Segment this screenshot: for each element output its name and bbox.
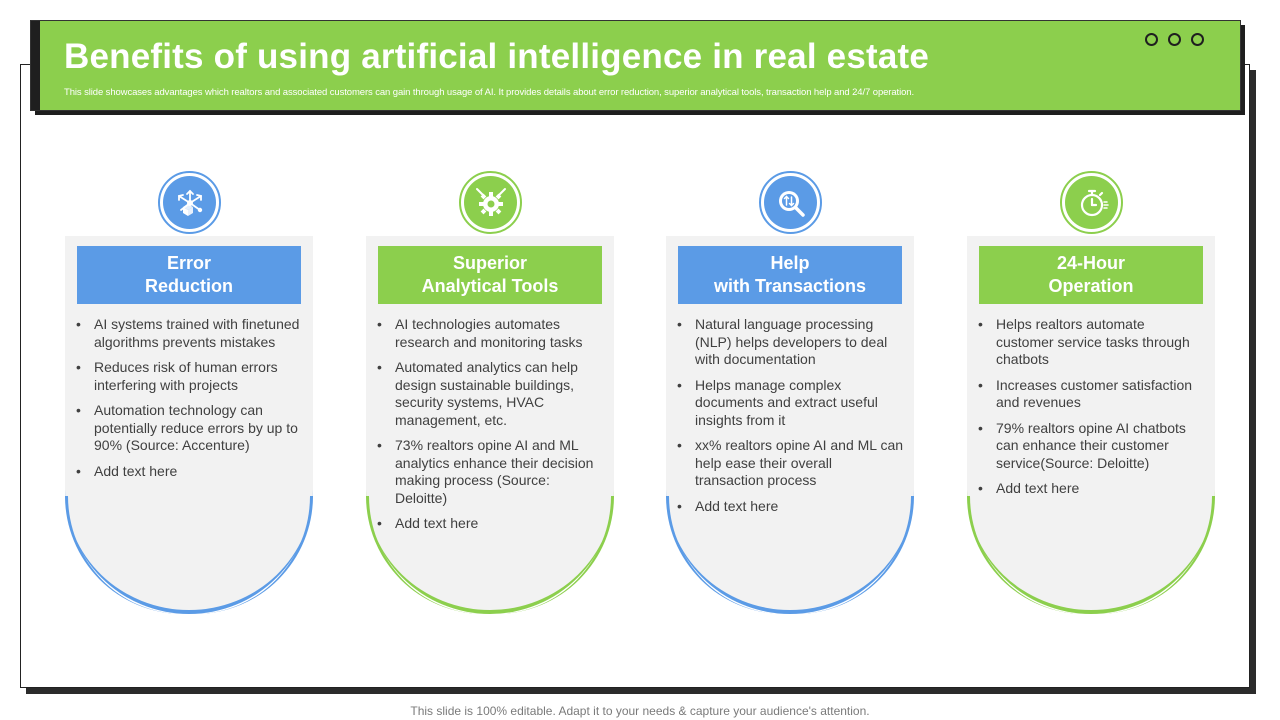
list-item: Automation technology can potentially re… (75, 402, 303, 455)
list-item: xx% realtors opine AI and ML can help ea… (676, 437, 904, 490)
gear-tools-icon (459, 171, 522, 234)
dot-icon (1191, 33, 1204, 46)
header-banner: Benefits of using artificial intelligenc… (30, 20, 1241, 111)
network-cube-icon-svg (177, 189, 202, 216)
list-item: Natural language processing (NLP) helps … (676, 316, 904, 369)
card-title-line1: 24-Hour (1056, 253, 1125, 273)
gear-tools-icon-svg (475, 187, 506, 216)
card-title-box: Error Reduction (77, 246, 301, 304)
list-item: AI systems trained with finetuned algori… (75, 316, 303, 351)
list-item: Helps realtors automate customer service… (977, 316, 1205, 369)
stopwatch-icon (1060, 171, 1123, 234)
list-item: Add text here (75, 463, 303, 481)
card-title-line2: Operation (1048, 276, 1134, 296)
card-title-box: Superior Analytical Tools (378, 246, 602, 304)
list-item: Add text here (977, 480, 1205, 498)
dot-icon (1145, 33, 1158, 46)
card-title-line2: Analytical Tools (421, 276, 559, 296)
stopwatch-icon-svg (1080, 189, 1109, 216)
bullet-list: Helps realtors automate customer service… (977, 316, 1205, 506)
list-item: Increases customer satisfaction and reve… (977, 377, 1205, 412)
list-item: Automated analytics can help design sust… (376, 359, 604, 429)
card-24-hour-operation: 24-Hour Operation Helps realtors automat… (967, 236, 1215, 614)
bullet-list: Natural language processing (NLP) helps … (676, 316, 904, 523)
list-item: 79% realtors opine AI chatbots can enhan… (977, 420, 1205, 473)
list-item: 73% realtors opine AI and ML analytics e… (376, 437, 604, 507)
list-item: Reduces risk of human errors interfering… (75, 359, 303, 394)
header-accent-bar (31, 21, 40, 110)
card-title-line2: with Transactions (713, 276, 867, 296)
list-item: Add text here (376, 515, 604, 533)
transaction-search-icon (759, 171, 822, 234)
bullet-list: AI systems trained with finetuned algori… (75, 316, 303, 488)
decorative-dots (1145, 33, 1204, 46)
transaction-search-icon-svg (778, 190, 805, 217)
footer-note: This slide is 100% editable. Adapt it to… (410, 704, 870, 718)
dot-icon (1168, 33, 1181, 46)
page-title: Benefits of using artificial intelligenc… (64, 37, 930, 76)
card-title-line1: Help (770, 253, 810, 273)
network-cube-icon (158, 171, 221, 234)
card-title-box: 24-Hour Operation (979, 246, 1203, 304)
card-title-line1: Superior (452, 253, 527, 273)
list-item: Add text here (676, 498, 904, 516)
card-title-box: Help with Transactions (678, 246, 902, 304)
page-subtitle: This slide showcases advantages which re… (64, 87, 915, 98)
card-title-line1: Error (166, 253, 211, 273)
card-error-reduction: Error Reduction AI systems trained with … (65, 236, 313, 614)
card-help-with-transactions: Help with Transactions Natural language … (666, 236, 914, 614)
list-item: Helps manage complex documents and extra… (676, 377, 904, 430)
list-item: AI technologies automates research and m… (376, 316, 604, 351)
card-title-line2: Reduction (145, 276, 233, 296)
card-superior-analytical-tools: Superior Analytical Tools AI technologie… (366, 236, 614, 614)
bullet-list: AI technologies automates research and m… (376, 316, 604, 541)
